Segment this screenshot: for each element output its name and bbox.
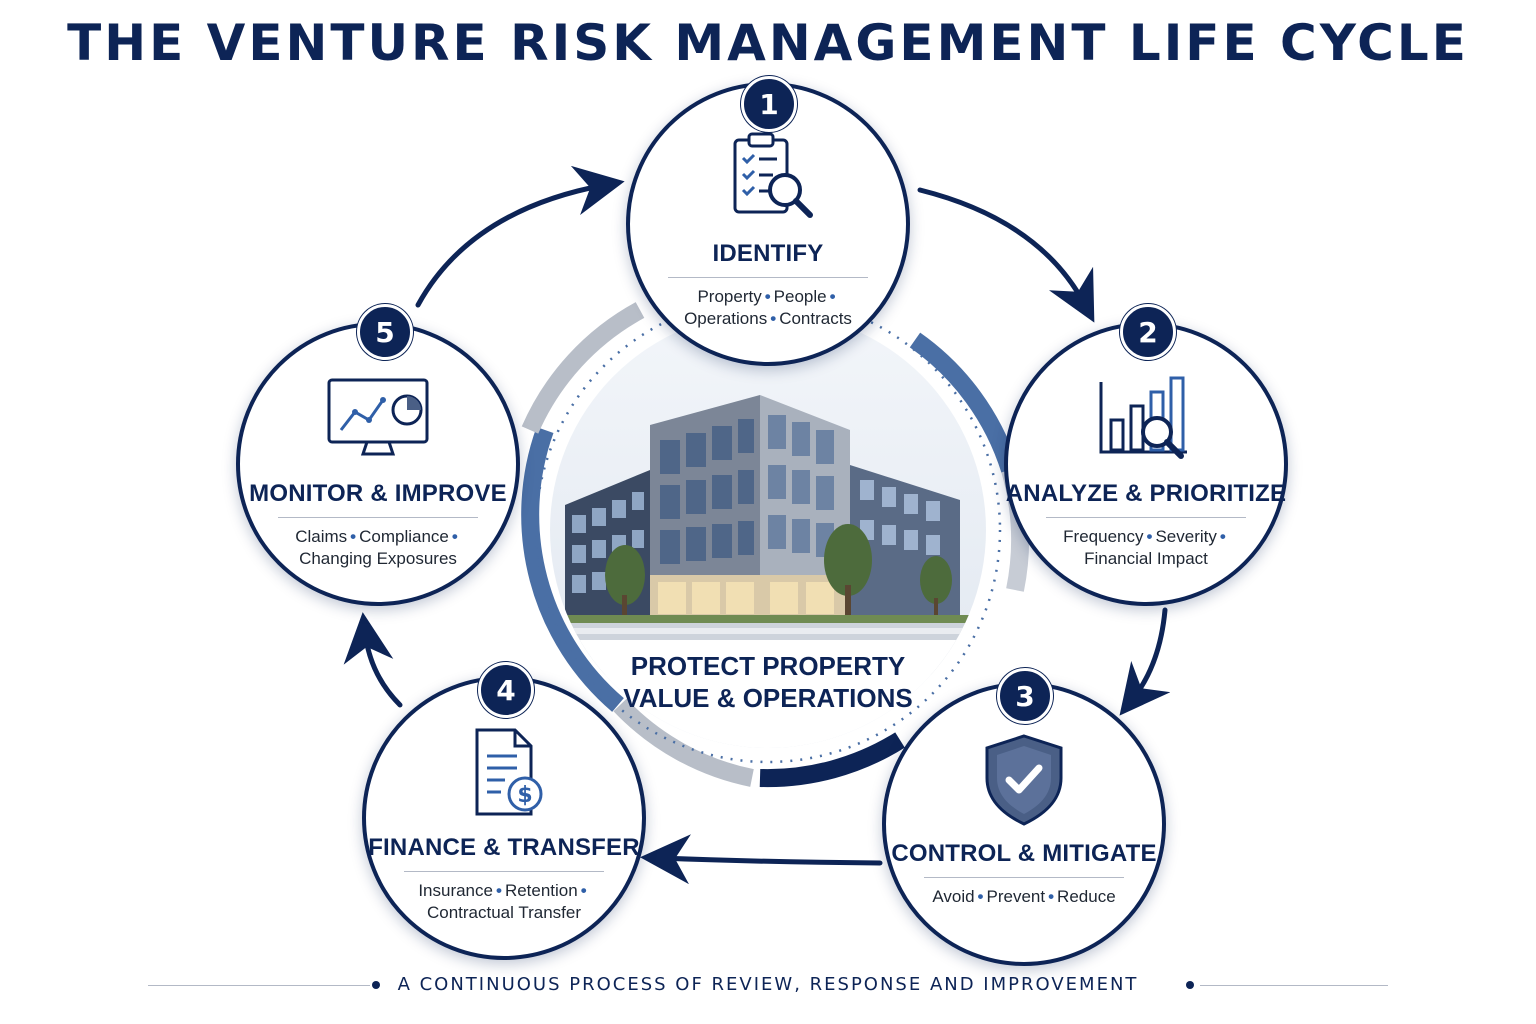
shield-check-icon: [985, 734, 1063, 826]
step-badge-5: 5: [357, 304, 413, 360]
step-badge-2: 2: [1120, 304, 1176, 360]
stage-title: FINANCE & TRANSFER: [368, 834, 640, 861]
divider: [668, 277, 868, 278]
stage-title: MONITOR & IMPROVE: [249, 480, 507, 507]
stage-title: IDENTIFY: [712, 240, 824, 267]
divider: [278, 517, 478, 518]
building-illustration: [550, 312, 986, 748]
stage-monitor-improve: MONITOR & IMPROVE Claims•Compliance• Cha…: [236, 322, 520, 606]
step-badge-3: 3: [997, 668, 1053, 724]
stage-title: CONTROL & MITIGATE: [891, 840, 1157, 867]
monitor-chart-icon: [327, 378, 429, 456]
step-badge-4: 4: [478, 662, 534, 718]
footer-tagline: A CONTINUOUS PROCESS OF REVIEW, RESPONSE…: [397, 974, 1139, 995]
clipboard-magnifier-icon: [733, 132, 813, 218]
stage-analyze-prioritize: ANALYZE & PRIORITIZE Frequency•Severity•…: [1004, 322, 1288, 606]
stage-description: Frequency•Severity• Financial Impact: [1063, 527, 1226, 568]
divider: [1046, 517, 1246, 518]
stage-description: Insurance•Retention• Contractual Transfe…: [418, 881, 587, 922]
stage-finance-transfer: $ FINANCE & TRANSFER Insurance•Retention…: [362, 676, 646, 960]
svg-text:$: $: [517, 783, 532, 808]
bar-chart-magnifier-icon: [1099, 376, 1187, 459]
document-dollar-icon: $: [475, 728, 543, 816]
stage-control-mitigate: CONTROL & MITIGATE Avoid•Prevent•Reduce: [882, 682, 1166, 966]
footer-rule-right: [1200, 985, 1388, 986]
cycle-arrows: [343, 165, 1171, 885]
center-caption: PROTECT PROPERTY VALUE & OPERATIONS: [623, 651, 913, 713]
stage-description: Claims•Compliance• Changing Exposures: [295, 527, 458, 568]
page-title: THE VENTURE RISK MANAGEMENT LIFE CYCLE: [67, 14, 1469, 72]
stage-title: ANALYZE & PRIORITIZE: [1005, 480, 1287, 507]
footer-dot-left: [372, 981, 380, 989]
divider: [404, 871, 604, 872]
divider: [924, 877, 1124, 878]
footer-rule-left: [148, 985, 370, 986]
stage-description: Avoid•Prevent•Reduce: [932, 887, 1116, 906]
stage-description: Property•People• Operations•Contracts: [684, 287, 852, 328]
dotted-ring: [534, 296, 1002, 764]
footer-dot-right: [1186, 981, 1194, 989]
step-badge-1: 1: [741, 76, 797, 132]
